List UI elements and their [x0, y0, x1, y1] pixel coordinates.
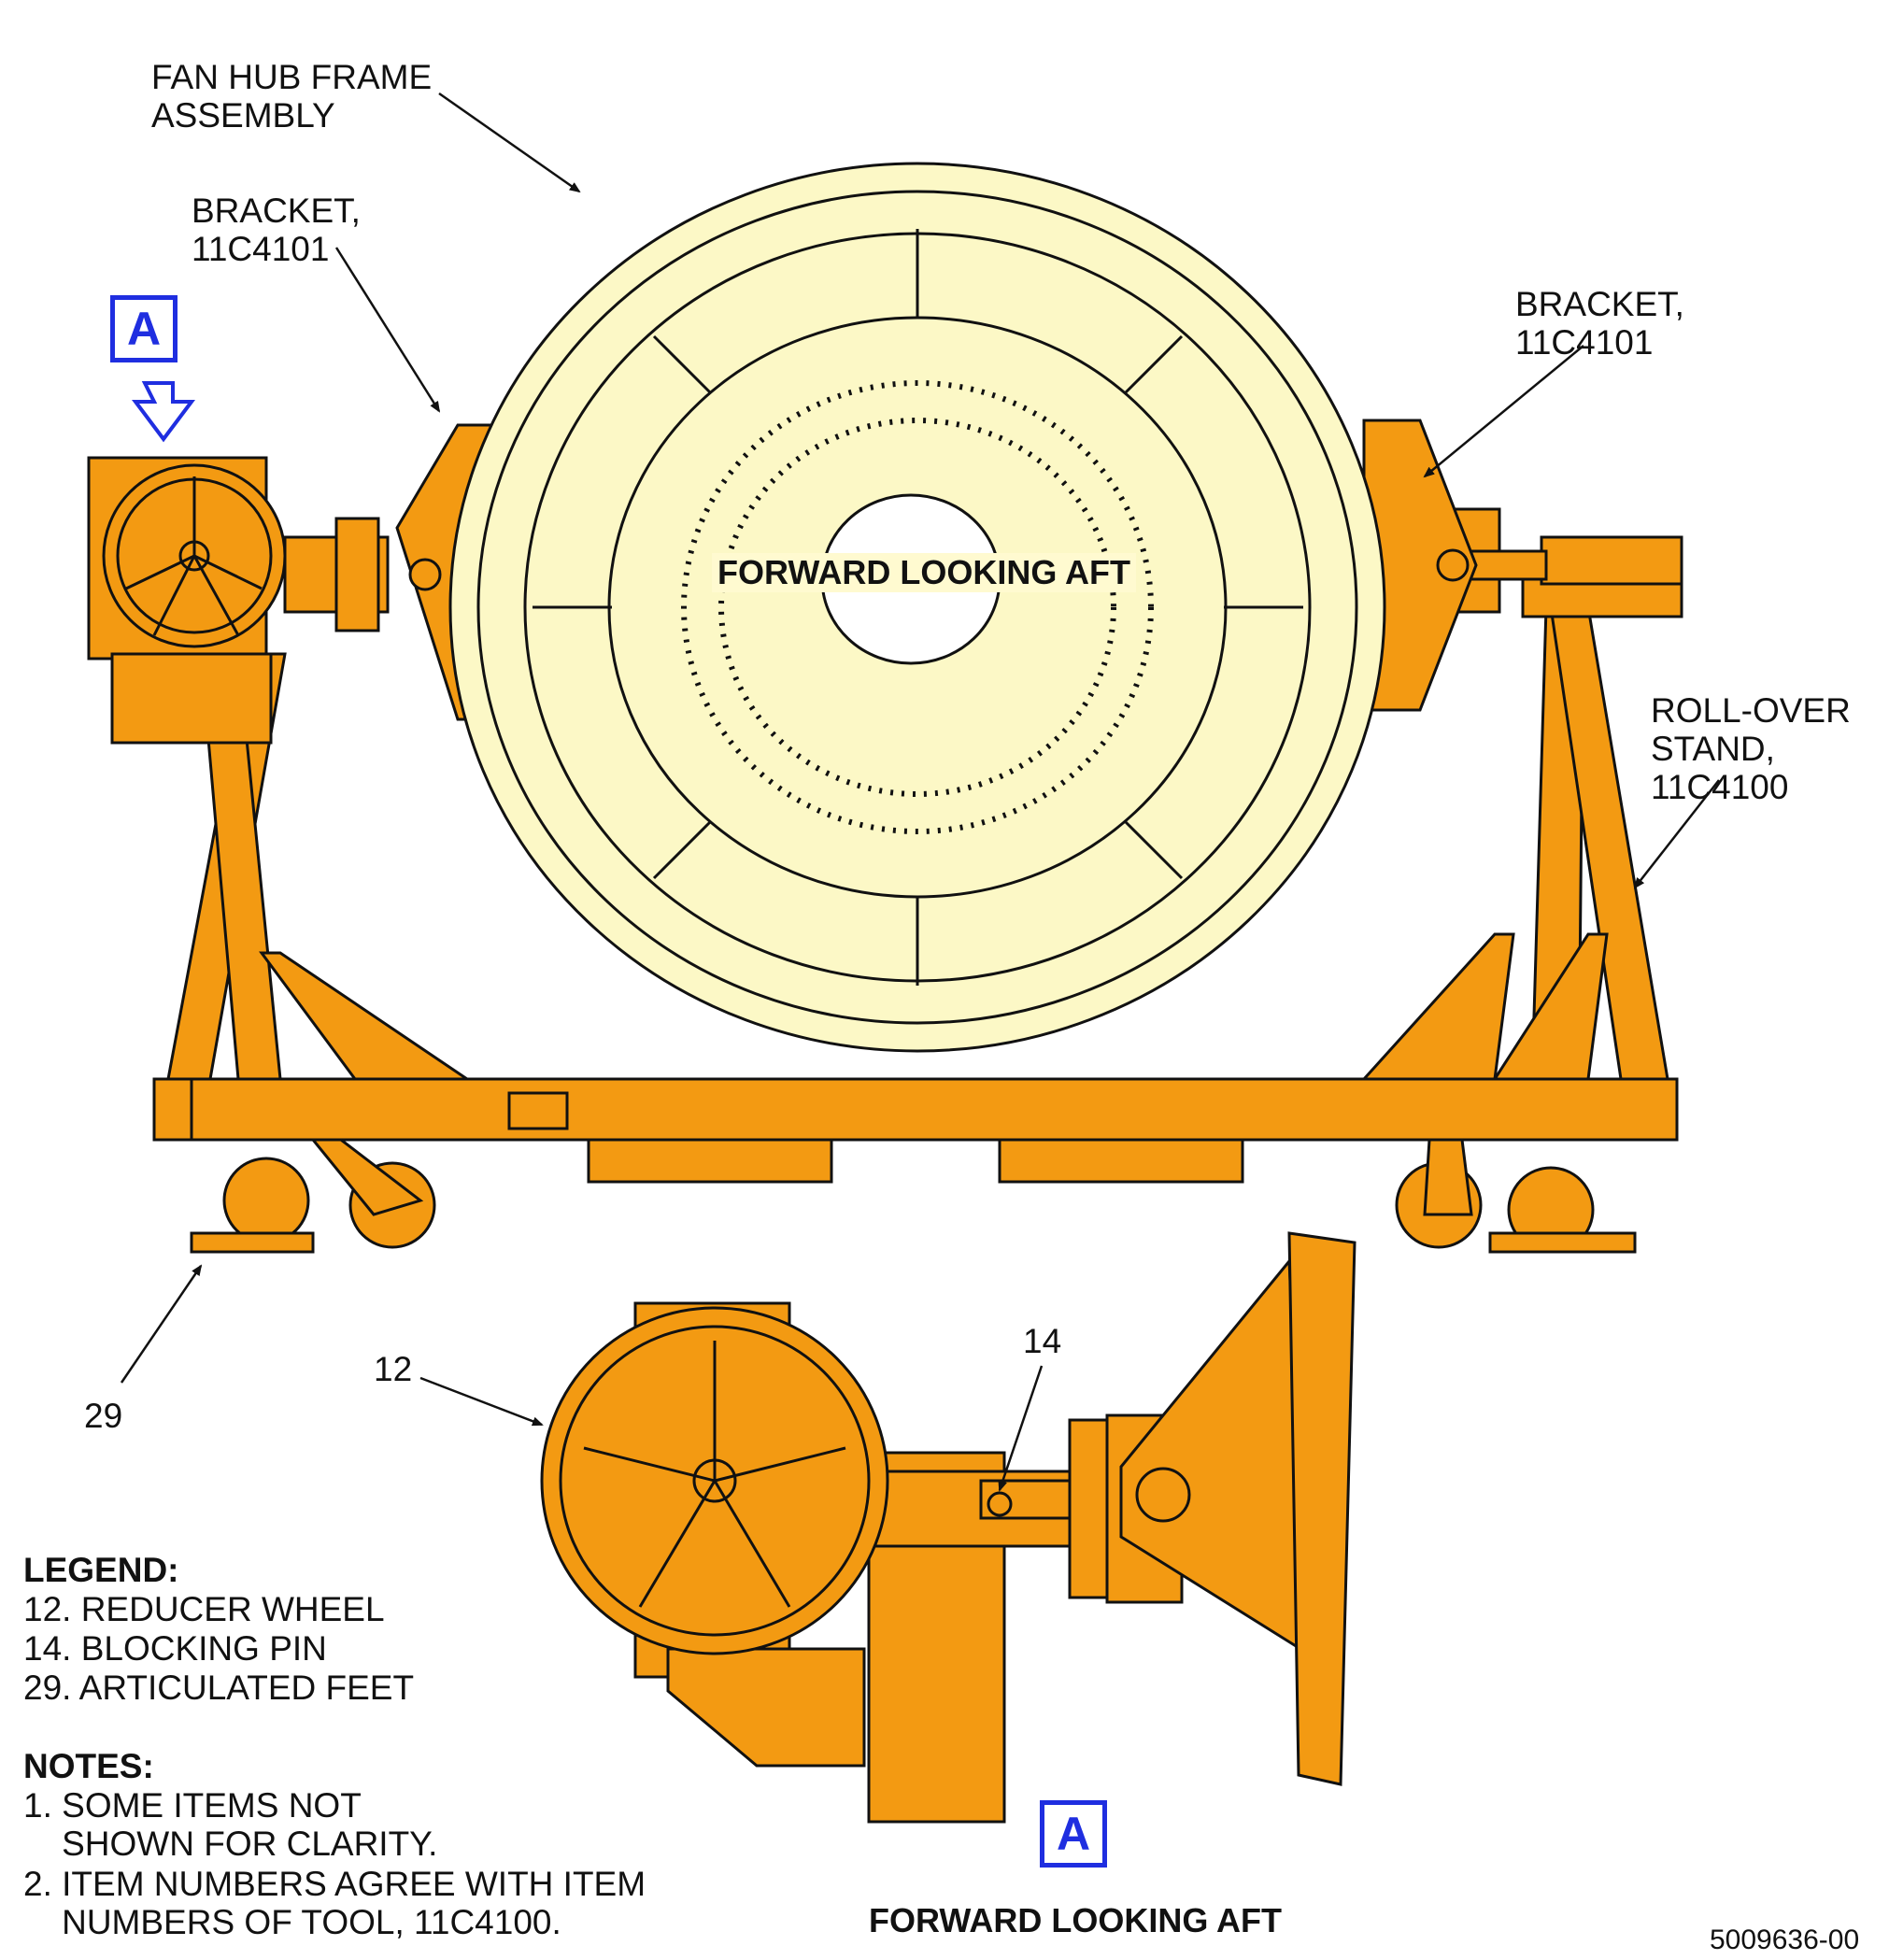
legend-item: 29. ARTICULATED FEET	[23, 1669, 415, 1707]
view-direction-arrow	[132, 381, 195, 443]
leader-lines	[120, 92, 1720, 1492]
rollover-stand	[87, 419, 1683, 1254]
view-title-center: FORWARD LOOKING AFT	[712, 553, 1136, 592]
detail-view-a	[540, 1231, 1356, 1824]
label-fan-hub-frame: FAN HUB FRAME ASSEMBLY	[151, 58, 433, 135]
callout-12: 12	[374, 1350, 413, 1388]
legend-heading: LEGEND:	[23, 1551, 179, 1589]
fan-hub-frame	[448, 162, 1386, 1053]
note-item: 1. SOME ITEMS NOT SHOWN FOR CLARITY.	[23, 1786, 438, 1863]
notes-heading: NOTES:	[23, 1747, 154, 1785]
label-rollover-stand: ROLL-OVER STAND, 11C4100	[1651, 691, 1851, 806]
label-bracket-right: BRACKET, 11C4101	[1515, 285, 1684, 362]
callout-29: 29	[84, 1397, 123, 1435]
view-marker-a-top: A	[110, 295, 178, 362]
view-marker-a-bottom: A	[1040, 1800, 1107, 1868]
label-bracket-left: BRACKET, 11C4101	[192, 192, 361, 268]
legend-item: 14. BLOCKING PIN	[23, 1629, 327, 1668]
view-title-bottom: FORWARD LOOKING AFT	[869, 1901, 1282, 1939]
callout-14: 14	[1023, 1322, 1062, 1360]
figure-number: 5009636-00	[1710, 1924, 1860, 1955]
legend-item: 12. REDUCER WHEEL	[23, 1590, 385, 1628]
note-item: 2. ITEM NUMBERS AGREE WITH ITEM NUMBERS …	[23, 1865, 646, 1941]
